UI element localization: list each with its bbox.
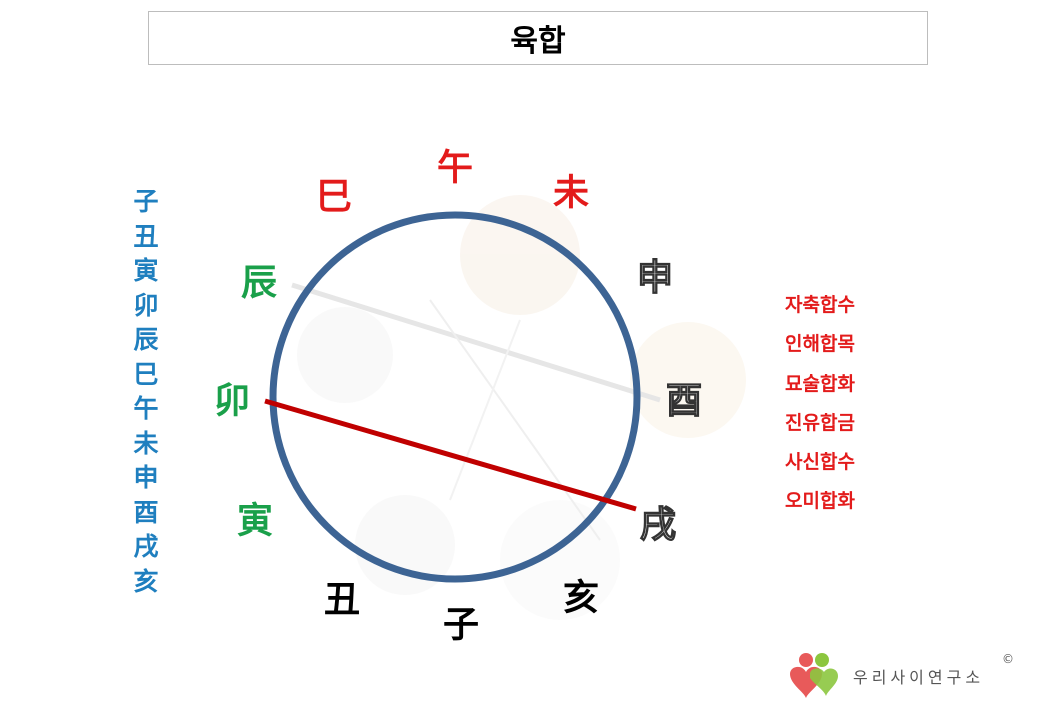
branch-circle [269, 211, 641, 583]
faded-guide-line [449, 319, 521, 501]
list-item: 辰 [133, 325, 159, 354]
list-item: 酉 [133, 497, 159, 527]
branch-order-list: 子 丑 寅 卯 辰 巳 午 未 申 酉 戌 亥 [131, 185, 161, 599]
heart-people-logo-icon [790, 653, 838, 698]
list-item: 寅 [133, 256, 159, 285]
branch-label-myo: 卯 [214, 381, 250, 422]
list-item: 未 [133, 428, 159, 458]
list-item: 巳 [133, 359, 159, 389]
list-item: 자축합수 [785, 294, 855, 316]
list-item: 亥 [133, 566, 159, 596]
combination-list: 자축합수 인해합목 묘술합화 진유합금 사신합수 오미합화 [785, 286, 855, 522]
highlight-pair-line [264, 398, 637, 512]
list-item: 진유합금 [785, 411, 855, 434]
branch-label-yu: 酉 [666, 381, 702, 422]
watermark-background [297, 195, 746, 620]
list-item: 卯 [133, 290, 159, 320]
page-title: 육합 [148, 11, 928, 65]
copyright-mark: © [1002, 652, 1014, 666]
list-item: 오미합화 [785, 490, 855, 513]
branch-label-jin: 辰 [241, 263, 277, 304]
branch-label-sa: 巳 [316, 177, 352, 218]
branch-label-mi: 未 [553, 173, 589, 214]
list-item: 사신합수 [785, 451, 855, 474]
list-item: 子 [133, 187, 159, 216]
branch-label-ja: 子 [443, 605, 479, 646]
list-item: 午 [133, 394, 159, 423]
list-item: 인해합목 [785, 333, 855, 356]
branch-label-in: 寅 [237, 501, 273, 542]
branch-label-chuk: 丑 [324, 580, 360, 621]
branch-label-sul: 戌 [640, 505, 676, 546]
faded-pair-line [291, 282, 661, 403]
organization-name: 우리사이연구소 [853, 668, 985, 687]
list-item: 申 [133, 463, 159, 492]
list-item: 묘술합화 [785, 372, 855, 395]
list-item: 戌 [133, 532, 159, 561]
faded-guide-line [429, 299, 601, 541]
branch-label-o: 午 [437, 148, 473, 189]
branch-label-hae: 亥 [563, 578, 599, 619]
list-item: 丑 [133, 221, 159, 251]
branch-label-sin: 申 [637, 258, 673, 299]
